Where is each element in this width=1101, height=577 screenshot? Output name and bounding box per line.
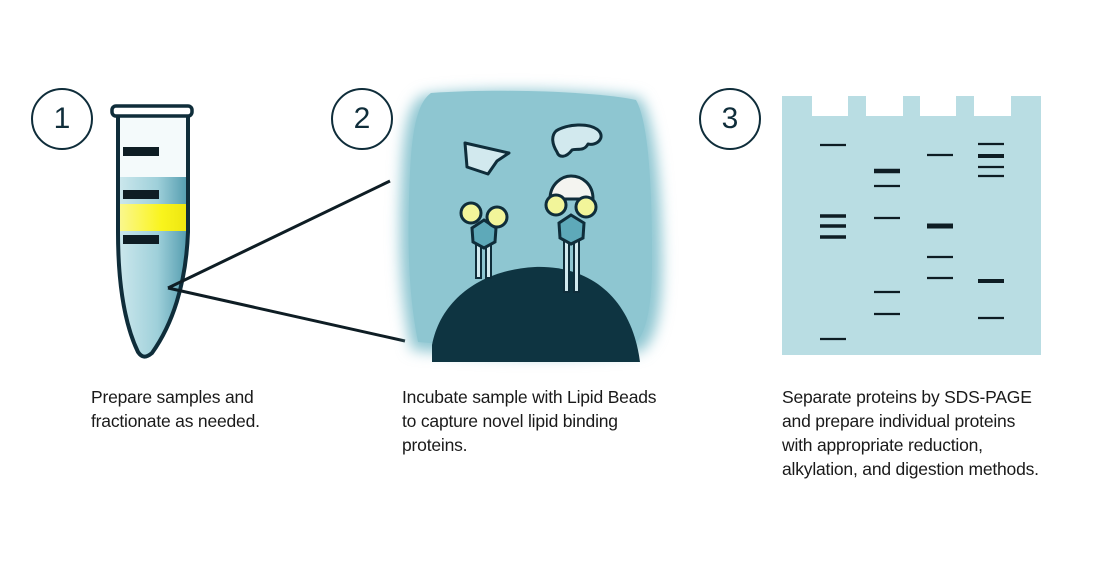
caption-line: alkylation, and digestion methods. [782,459,1039,479]
tube-yellow-band [118,204,188,231]
step-1-number: 1 [31,88,93,150]
tube-empty-top [118,115,188,177]
zoom-line-bottom [167,286,406,343]
lipid-bead [432,266,640,362]
caption-line: and prepare individual proteins [782,411,1016,431]
step-2-number: 2 [331,88,393,150]
caption-line: Separate proteins by SDS-PAGE [782,387,1032,407]
zoom-line-top [167,179,391,290]
gel-lane-4 [978,142,1004,320]
free-protein-triangle [463,141,511,176]
free-protein-blob [551,123,603,158]
gel-slab [782,96,1041,355]
gel-lane-2 [874,168,900,316]
caption-line: proteins. [402,435,468,455]
receptor-right [544,174,598,293]
caption-line: fractionate as needed. [91,411,260,431]
step-1-caption: Prepare samples and fractionate as neede… [91,385,260,433]
tube-outline [116,113,190,359]
microcentrifuge-tube-icon [110,104,194,359]
caption-line: Prepare samples and [91,387,254,407]
sds-page-gel-icon [782,96,1041,355]
tube-band-3 [123,235,159,244]
tube-band-1 [123,147,159,156]
caption-line: with appropriate reduction, [782,435,983,455]
receptor-left [459,201,509,279]
step-3-caption: Separate proteins by SDS-PAGE and prepar… [782,385,1039,481]
caption-line: to capture novel lipid binding [402,411,618,431]
tube-band-2 [123,190,159,199]
step-3-number: 3 [699,88,761,150]
step-2-caption: Incubate sample with Lipid Beads to capt… [402,385,657,457]
tube-rim [110,104,194,118]
lipid-bead-scene-icon [400,90,662,362]
caption-line: Incubate sample with Lipid Beads [402,387,657,407]
gel-lane-1 [820,143,846,341]
gel-lane-3 [927,153,953,280]
